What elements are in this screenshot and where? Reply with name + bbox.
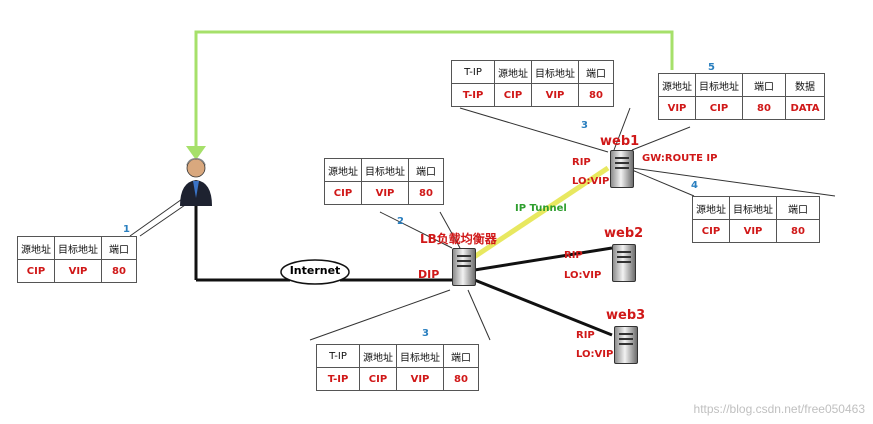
- cell: VIP: [54, 259, 102, 283]
- lb-dip-label: DIP: [418, 268, 440, 281]
- web2-rip-label: RIP: [564, 250, 583, 261]
- cell: CIP: [692, 219, 730, 243]
- web2-server-icon: [612, 244, 636, 282]
- cell: T-IP: [451, 60, 495, 84]
- cell: VIP: [531, 83, 579, 107]
- cell: 80: [101, 259, 137, 283]
- ip-tunnel-line: [460, 165, 610, 268]
- cell: 端口: [742, 73, 786, 97]
- cell: T-IP: [451, 83, 495, 107]
- web1-gw-label: GW:ROUTE IP: [642, 153, 718, 164]
- web3-rip-label: RIP: [576, 330, 595, 341]
- cell: 数据: [785, 73, 825, 97]
- cell: 源地址: [17, 236, 55, 260]
- cell: VIP: [729, 219, 777, 243]
- cell: 目标地址: [361, 158, 409, 182]
- ip-tunnel-label: IP Tunnel: [515, 203, 567, 214]
- watermark: https://blog.csdn.net/free050463: [693, 402, 865, 416]
- cell: 源地址: [494, 60, 532, 84]
- cell: CIP: [17, 259, 55, 283]
- cell: CIP: [324, 181, 362, 205]
- web1-lo-label: LO:VIP: [572, 176, 610, 187]
- return-path-arrow-line: [194, 30, 674, 150]
- web1-rip-label: RIP: [572, 157, 591, 168]
- client-user-figure: [180, 158, 212, 206]
- cell: 80: [408, 181, 444, 205]
- cell: 80: [578, 83, 614, 107]
- cell: 源地址: [324, 158, 362, 182]
- cell: CIP: [695, 96, 743, 120]
- cell: DATA: [785, 96, 825, 120]
- web2-name-label: web2: [604, 226, 644, 241]
- step-number-2: 2: [397, 216, 404, 227]
- cell: 端口: [776, 196, 820, 220]
- cell: 80: [443, 367, 479, 391]
- internet-cloud-shape: [280, 259, 350, 285]
- cell: VIP: [361, 181, 409, 205]
- return-path-arrowhead: [186, 146, 206, 160]
- lb-to-web2-wire: [461, 246, 613, 274]
- lb-to-web3-wire: [461, 273, 613, 337]
- cell: 目标地址: [396, 344, 444, 368]
- cell: 源地址: [658, 73, 696, 97]
- cell: 端口: [578, 60, 614, 84]
- cell: T-IP: [316, 367, 360, 391]
- step-number-3-top: 3: [581, 120, 588, 131]
- web3-server-icon: [614, 326, 638, 364]
- cell: 源地址: [359, 344, 397, 368]
- web3-name-label: web3: [606, 308, 646, 323]
- load-balancer-server-icon: [452, 248, 476, 286]
- step-number-1: 1: [123, 224, 130, 235]
- step-number-5: 5: [708, 62, 715, 73]
- cell: 端口: [408, 158, 444, 182]
- step-number-4: 4: [691, 180, 698, 191]
- cell: 目标地址: [531, 60, 579, 84]
- cell: 源地址: [692, 196, 730, 220]
- web1-server-icon: [610, 150, 634, 188]
- cell: CIP: [494, 83, 532, 107]
- cell: VIP: [396, 367, 444, 391]
- cell: 目标地址: [729, 196, 777, 220]
- cell: 目标地址: [54, 236, 102, 260]
- web2-lo-label: LO:VIP: [564, 270, 602, 281]
- cell: T-IP: [316, 344, 360, 368]
- cell: CIP: [359, 367, 397, 391]
- step-number-3-bottom: 3: [422, 328, 429, 339]
- web1-name-label: web1: [600, 134, 640, 149]
- cell: 端口: [101, 236, 137, 260]
- cell: 80: [776, 219, 820, 243]
- cell: VIP: [658, 96, 696, 120]
- cell: 目标地址: [695, 73, 743, 97]
- cell: 80: [742, 96, 786, 120]
- lb-name-label: LB负载均衡器: [420, 232, 497, 246]
- web3-lo-label: LO:VIP: [576, 349, 614, 360]
- internet-label: Internet: [289, 264, 341, 277]
- cell: 端口: [443, 344, 479, 368]
